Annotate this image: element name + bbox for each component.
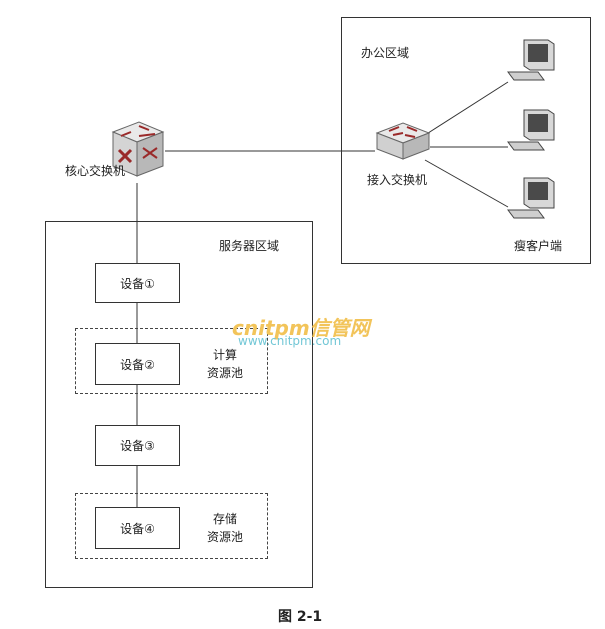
pc-icon: [506, 108, 560, 154]
pc-icon: [506, 176, 560, 222]
client-label: 瘦客户端: [514, 239, 563, 253]
device-2: 设备②: [95, 343, 180, 385]
device-3: 设备③: [95, 425, 180, 466]
access-switch-label: 接入交换机: [367, 173, 428, 187]
storage-pool-line2: 资源池: [206, 530, 243, 544]
core-switch-icon: [109, 118, 167, 180]
device-4: 设备④: [95, 507, 180, 549]
access-to-client3-link: [424, 159, 509, 208]
compute-pool-line2: 资源池: [206, 366, 243, 380]
figure-caption: 图 2-1: [278, 609, 323, 625]
storage-pool-label: 存储 资源池: [200, 510, 250, 546]
pc-icon: [506, 38, 560, 84]
server-zone: [45, 221, 313, 588]
storage-pool-group: [75, 493, 268, 559]
core-switch-label: 核心交换机: [65, 164, 126, 178]
compute-pool-line1: 计算: [212, 348, 237, 362]
compute-pool-group: [75, 328, 268, 394]
access-to-client1-link: [424, 81, 509, 136]
office-zone-title: 办公区域: [361, 46, 410, 60]
office-zone: [341, 17, 591, 264]
server-zone-title: 服务器区域: [219, 239, 280, 253]
watermark-brand: cnitpm信管网: [232, 316, 370, 340]
access-switch-icon: [375, 121, 431, 163]
device-1: 设备①: [95, 263, 180, 303]
watermark-url: www.cnitpm.com: [238, 334, 342, 348]
compute-pool-label: 计算 资源池: [200, 346, 250, 382]
storage-pool-line1: 存储: [212, 512, 237, 526]
